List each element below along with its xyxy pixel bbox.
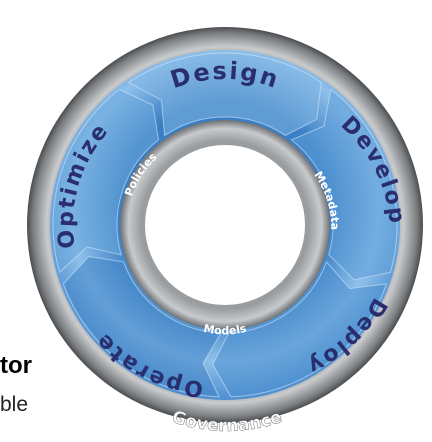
- phase-segment-operate: [62, 255, 223, 398]
- phase-segments: [52, 52, 398, 398]
- cropped-body-text: ble: [0, 393, 29, 416]
- phase-segment-design: [127, 52, 322, 137]
- phase-segment-develop: [290, 88, 398, 281]
- inner-label-models: Models: [202, 322, 247, 338]
- phase-segment-deploy: [212, 260, 388, 398]
- cropped-heading-text: tor: [0, 352, 32, 379]
- phase-segment-optimize: [52, 88, 160, 274]
- center-hole: [145, 145, 305, 305]
